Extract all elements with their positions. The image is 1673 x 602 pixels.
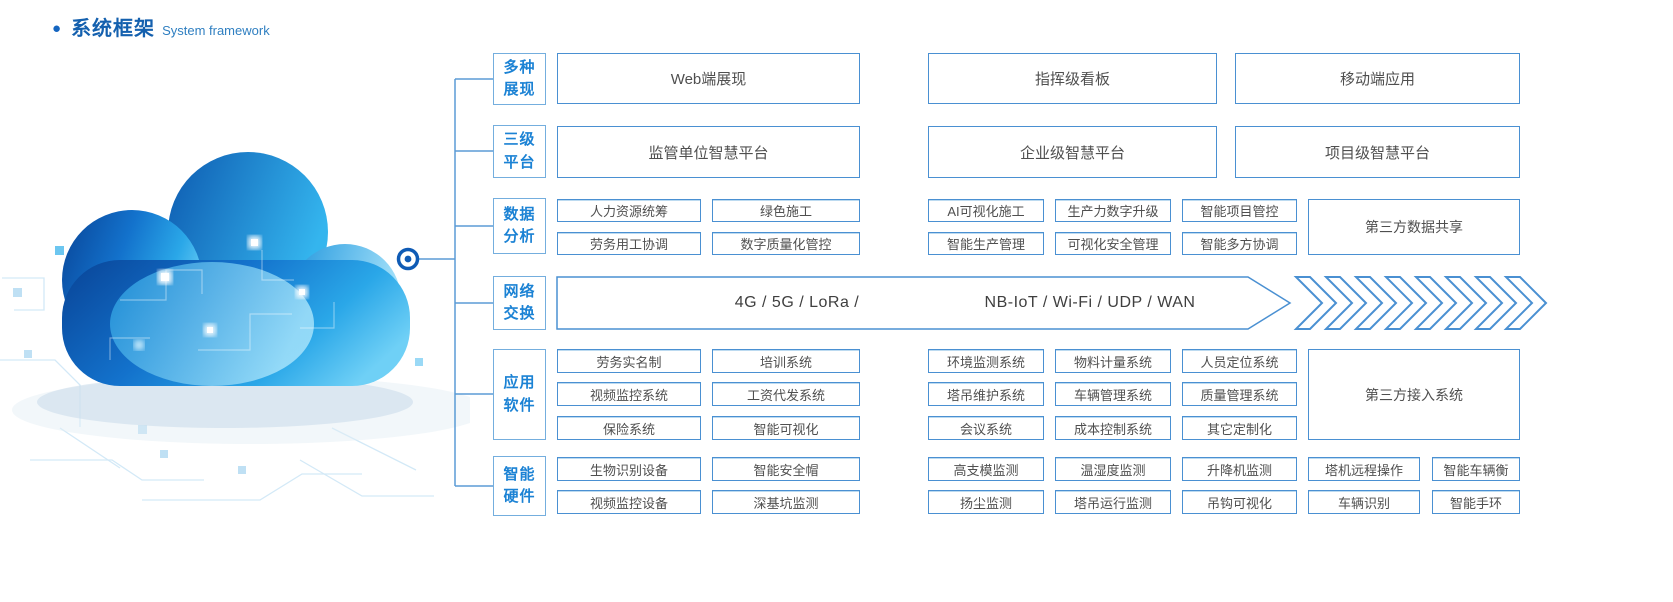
network-band xyxy=(556,276,1292,330)
box-command-board: 指挥级看板 xyxy=(928,53,1217,104)
category-multi-display: 多种 展现 xyxy=(493,53,546,105)
data-analysis-item: AI可视化施工 xyxy=(928,199,1044,222)
app-software-item: 车辆管理系统 xyxy=(1055,382,1171,406)
box-web-display: Web端展现 xyxy=(557,53,860,104)
category-line: 多种 xyxy=(503,58,536,76)
app-software-item: 视频监控系统 xyxy=(557,382,701,406)
smart-hardware-item: 深基坑监测 xyxy=(712,490,860,514)
category-line: 三级 xyxy=(503,131,536,148)
smart-hardware-item: 温湿度监测 xyxy=(1055,457,1171,481)
category-network-exchange: 网络 交换 xyxy=(493,276,546,330)
network-protocols-left: 4G / 5G / LoRa / xyxy=(734,294,860,311)
smart-hardware-item: 塔机远程操作 xyxy=(1308,457,1420,481)
app-software-item: 劳务实名制 xyxy=(557,349,701,373)
category-three-level-platform: 三级 平台 xyxy=(493,125,546,178)
data-analysis-item: 生产力数字升级 xyxy=(1055,199,1171,222)
app-software-item: 人员定位系统 xyxy=(1182,349,1297,373)
category-line: 网络 xyxy=(503,282,536,300)
cloud-node-icon xyxy=(396,247,420,271)
box-third-party-data-sharing: 第三方数据共享 xyxy=(1308,199,1520,255)
box-enterprise-platform: 企业级智慧平台 xyxy=(928,126,1217,178)
app-software-item: 会议系统 xyxy=(928,416,1044,440)
app-software-item: 塔吊维护系统 xyxy=(928,382,1044,406)
category-line: 分析 xyxy=(503,228,536,245)
data-analysis-item: 人力资源统筹 xyxy=(557,199,701,222)
cloud-illustration xyxy=(0,152,470,501)
data-analysis-item: 智能项目管控 xyxy=(1182,199,1297,222)
smart-hardware-item: 视频监控设备 xyxy=(557,490,701,514)
category-line: 硬件 xyxy=(503,488,536,505)
data-analysis-item: 劳务用工协调 xyxy=(557,232,701,255)
category-application-software: 应用 软件 xyxy=(493,349,546,440)
box-project-platform: 项目级智慧平台 xyxy=(1235,126,1520,178)
box-third-party-access-system: 第三方接入系统 xyxy=(1308,349,1520,440)
category-line: 应用 xyxy=(503,374,536,391)
app-software-item: 保险系统 xyxy=(557,416,701,440)
page-title: ● 系统框架 System framework xyxy=(52,12,270,41)
network-protocols-right: NB-IoT / Wi-Fi / UDP / WAN xyxy=(984,294,1196,311)
bullet-icon: ● xyxy=(52,20,62,37)
data-analysis-item: 智能生产管理 xyxy=(928,232,1044,255)
title-english: System framework xyxy=(162,23,270,38)
data-analysis-item: 数字质量化管控 xyxy=(712,232,860,255)
app-software-item: 物料计量系统 xyxy=(1055,349,1171,373)
smart-hardware-item: 生物识别设备 xyxy=(557,457,701,481)
scatter-squares xyxy=(13,246,423,474)
app-software-item: 质量管理系统 xyxy=(1182,382,1297,406)
cloud-shadow-inner xyxy=(37,376,413,428)
connector-tree xyxy=(418,78,493,487)
smart-hardware-item: 智能车辆衡 xyxy=(1432,457,1520,481)
smart-hardware-item: 智能安全帽 xyxy=(712,457,860,481)
smart-hardware-item: 吊钩可视化 xyxy=(1182,490,1297,514)
category-line: 智能 xyxy=(503,465,536,483)
data-analysis-item: 绿色施工 xyxy=(712,199,860,222)
category-line: 平台 xyxy=(503,153,536,171)
box-mobile-app: 移动端应用 xyxy=(1235,53,1520,104)
category-line: 展现 xyxy=(503,81,536,98)
glow-squares xyxy=(134,236,308,350)
app-software-item: 工资代发系统 xyxy=(712,382,860,406)
smart-hardware-item: 智能手环 xyxy=(1432,490,1520,514)
app-software-item: 其它定制化 xyxy=(1182,416,1297,440)
category-line: 软件 xyxy=(503,396,536,414)
box-regulator-platform: 监管单位智慧平台 xyxy=(557,126,860,178)
smart-hardware-item: 升降机监测 xyxy=(1182,457,1297,481)
smart-hardware-item: 车辆识别 xyxy=(1308,490,1420,514)
category-smart-hardware: 智能 硬件 xyxy=(493,456,546,516)
app-software-item: 环境监测系统 xyxy=(928,349,1044,373)
chevron-arrows-icon xyxy=(1293,276,1547,330)
app-software-item: 成本控制系统 xyxy=(1055,416,1171,440)
app-software-item: 培训系统 xyxy=(712,349,860,373)
category-data-analysis: 数据 分析 xyxy=(493,198,546,254)
smart-hardware-item: 扬尘监测 xyxy=(928,490,1044,514)
smart-hardware-item: 塔吊运行监测 xyxy=(1055,490,1171,514)
category-line: 数据 xyxy=(503,205,536,223)
data-analysis-item: 可视化安全管理 xyxy=(1055,232,1171,255)
category-line: 交换 xyxy=(503,305,536,322)
title-chinese: 系统框架 xyxy=(71,18,156,40)
app-software-item: 智能可视化 xyxy=(712,416,860,440)
smart-hardware-item: 高支模监测 xyxy=(928,457,1044,481)
data-analysis-item: 智能多方协调 xyxy=(1182,232,1297,255)
